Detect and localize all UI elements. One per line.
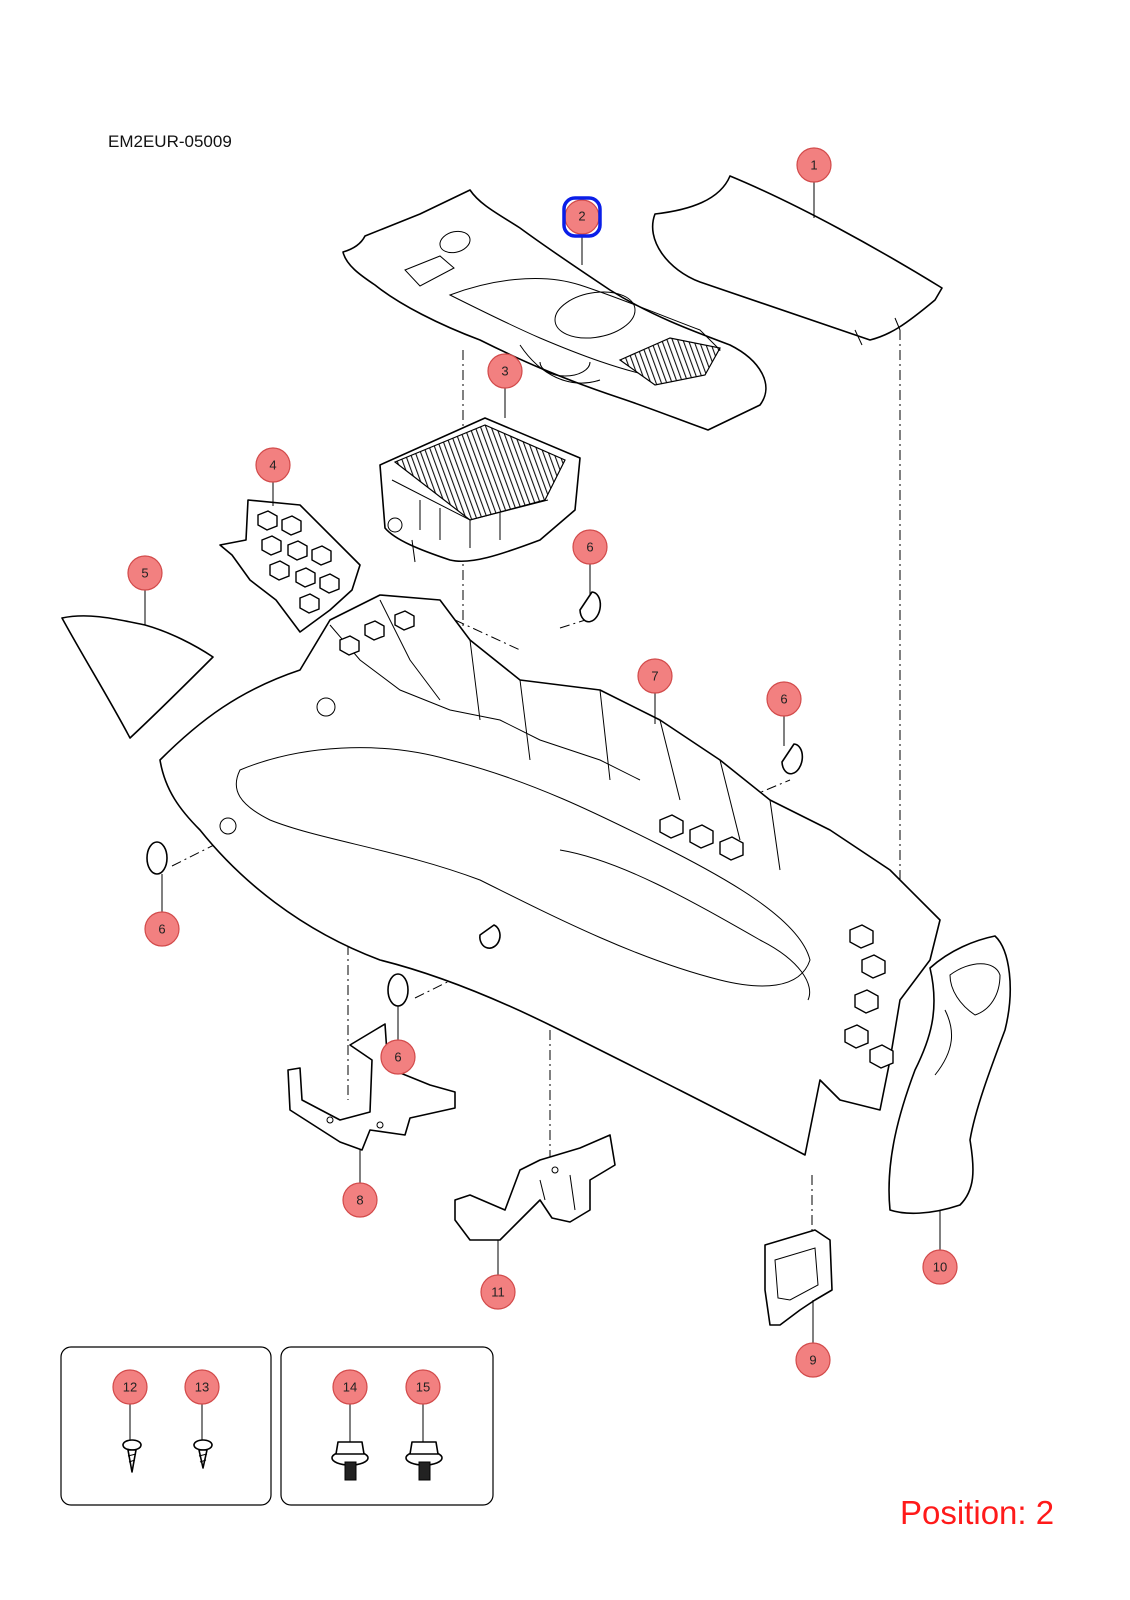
callout-9[interactable]: 9 <box>795 1342 831 1378</box>
part-storage-module[interactable] <box>379 417 581 563</box>
part-console-body[interactable] <box>159 594 941 1156</box>
part-clip[interactable] <box>146 591 804 1007</box>
position-label: Position: 2 <box>900 1494 1055 1531</box>
svg-text:6: 6 <box>394 1050 401 1065</box>
svg-text:3: 3 <box>501 364 508 379</box>
callout-5[interactable]: 5 <box>127 555 163 591</box>
callout-13[interactable]: 13 <box>184 1369 220 1405</box>
callout-6-left[interactable]: 6 <box>144 911 180 947</box>
svg-text:1: 1 <box>810 158 817 173</box>
svg-text:6: 6 <box>586 540 593 555</box>
part-bracket-9[interactable] <box>764 1229 833 1326</box>
document-code: EM2EUR-05009 <box>108 132 232 151</box>
callout-10[interactable]: 10 <box>922 1249 958 1285</box>
callout-6-right[interactable]: 6 <box>766 681 802 717</box>
svg-text:12: 12 <box>123 1380 137 1395</box>
fastener-inset-left <box>60 1346 272 1506</box>
callout-leaders <box>129 182 941 1442</box>
callout-2[interactable]: 2 <box>562 196 602 238</box>
callout-15[interactable]: 15 <box>405 1369 441 1405</box>
part-armrest-pad[interactable] <box>651 175 943 346</box>
selected-callout-highlight <box>562 196 602 238</box>
svg-text:6: 6 <box>158 922 165 937</box>
part-side-trim-left[interactable] <box>61 615 214 739</box>
fastener-inset-right <box>280 1346 494 1506</box>
svg-text:2: 2 <box>578 209 585 224</box>
svg-text:15: 15 <box>416 1380 430 1395</box>
callout-14[interactable]: 14 <box>332 1369 368 1405</box>
part-side-trim-right[interactable] <box>888 935 1011 1215</box>
callout-11[interactable]: 11 <box>480 1274 516 1310</box>
screw-13[interactable] <box>193 1439 213 1469</box>
callout-3[interactable]: 3 <box>487 353 523 389</box>
part-console-upper-panel[interactable] <box>342 189 767 431</box>
callout-4[interactable]: 4 <box>255 447 291 483</box>
svg-text:5: 5 <box>141 566 148 581</box>
callout-8[interactable]: 8 <box>342 1182 378 1218</box>
svg-text:11: 11 <box>491 1285 505 1300</box>
callout-12[interactable]: 12 <box>112 1369 148 1405</box>
svg-text:13: 13 <box>195 1380 209 1395</box>
part-hex-grille[interactable] <box>219 499 361 633</box>
svg-text:8: 8 <box>356 1193 363 1208</box>
callouts: 1 2 3 4 5 6 6 6 6 7 8 9 10 11 12 13 14 1… <box>112 147 958 1405</box>
screw-12[interactable] <box>122 1439 142 1473</box>
bolt-15[interactable] <box>405 1441 443 1481</box>
bolt-14[interactable] <box>331 1441 369 1481</box>
callout-1[interactable]: 1 <box>796 147 832 183</box>
callout-6-upper[interactable]: 6 <box>572 529 608 565</box>
svg-text:9: 9 <box>809 1353 816 1368</box>
svg-text:10: 10 <box>933 1260 947 1275</box>
part-bracket-8[interactable] <box>287 1023 456 1151</box>
svg-text:6: 6 <box>780 692 787 707</box>
part-bracket-11[interactable] <box>454 1134 616 1241</box>
callout-6-lower[interactable]: 6 <box>380 1039 416 1075</box>
svg-text:14: 14 <box>343 1380 357 1395</box>
callout-7[interactable]: 7 <box>637 658 673 694</box>
svg-text:7: 7 <box>651 669 658 684</box>
svg-text:4: 4 <box>269 458 276 473</box>
